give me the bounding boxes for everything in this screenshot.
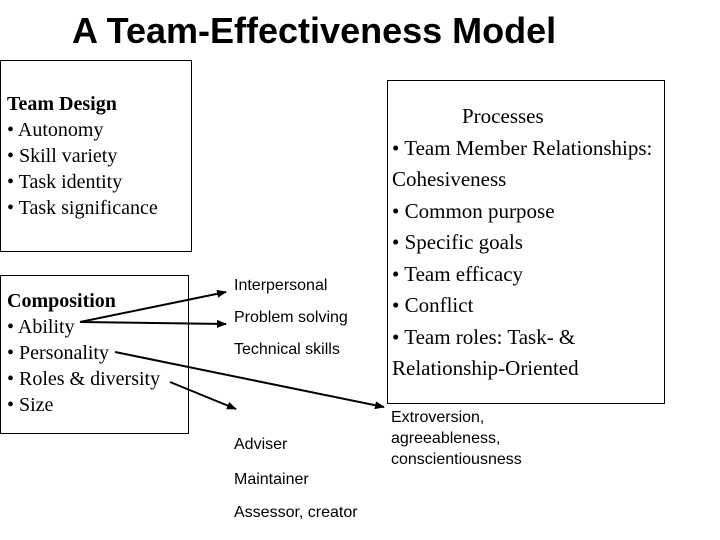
team-design-text: Team Design • Autonomy • Skill variety •…: [7, 91, 158, 221]
composition-heading: Composition: [7, 290, 116, 312]
team-design-item: • Task significance: [7, 197, 158, 219]
trait-line: Extroversion,: [391, 409, 485, 426]
processes-line: • Team efficacy: [392, 261, 524, 286]
personality-traits-text: Extroversion, agreeableness, conscientio…: [391, 407, 522, 470]
role-label-maintainer: Maintainer: [234, 471, 309, 488]
composition-text: Composition • Ability • Personality • Ro…: [7, 288, 160, 418]
ability-label-problem-solving: Problem solving: [234, 309, 348, 326]
processes-line: Cohesiveness: [392, 167, 507, 191]
processes-heading: Processes: [462, 104, 544, 128]
arrow-roles-to-roles: [169, 381, 237, 410]
processes-line: • Common purpose: [392, 198, 555, 223]
team-design-item: • Skill variety: [7, 145, 118, 167]
composition-item: • Roles & diversity: [7, 368, 161, 390]
team-design-box: [0, 60, 192, 252]
composition-item: • Size: [7, 394, 54, 416]
ability-label-technical-skills: Technical skills: [234, 341, 340, 358]
processes-text: Processes • Team Member Relationships: C…: [392, 101, 652, 385]
processes-box: [387, 80, 665, 404]
arrow-personality-to-traits: [114, 351, 385, 410]
diagram-title: A Team-Effectiveness Model: [72, 10, 557, 51]
role-label-adviser: Adviser: [234, 436, 288, 453]
composition-item: • Ability: [7, 316, 75, 338]
ability-label-interpersonal: Interpersonal: [234, 277, 328, 294]
arrow-ability-to-technical-skills: [79, 319, 227, 328]
processes-line: • Team Member Relationships:: [392, 135, 653, 160]
arrow-ability-to-interpersonal: [79, 289, 227, 323]
composition-box: [0, 275, 189, 434]
processes-line: • Team roles: Task- &: [392, 324, 576, 349]
role-label-assessor-creator: Assessor, creator: [234, 504, 358, 521]
team-design-item: • Autonomy: [7, 119, 104, 141]
team-design-item: • Task identity: [7, 171, 123, 193]
trait-line: agreeableness,: [391, 430, 501, 447]
composition-item: • Personality: [7, 342, 109, 364]
trait-line: conscientiousness: [391, 451, 522, 468]
processes-line: • Specific goals: [392, 230, 523, 254]
team-design-heading: Team Design: [7, 93, 117, 115]
processes-line: • Conflict: [392, 293, 474, 317]
processes-line: Relationship-Oriented: [392, 356, 579, 380]
